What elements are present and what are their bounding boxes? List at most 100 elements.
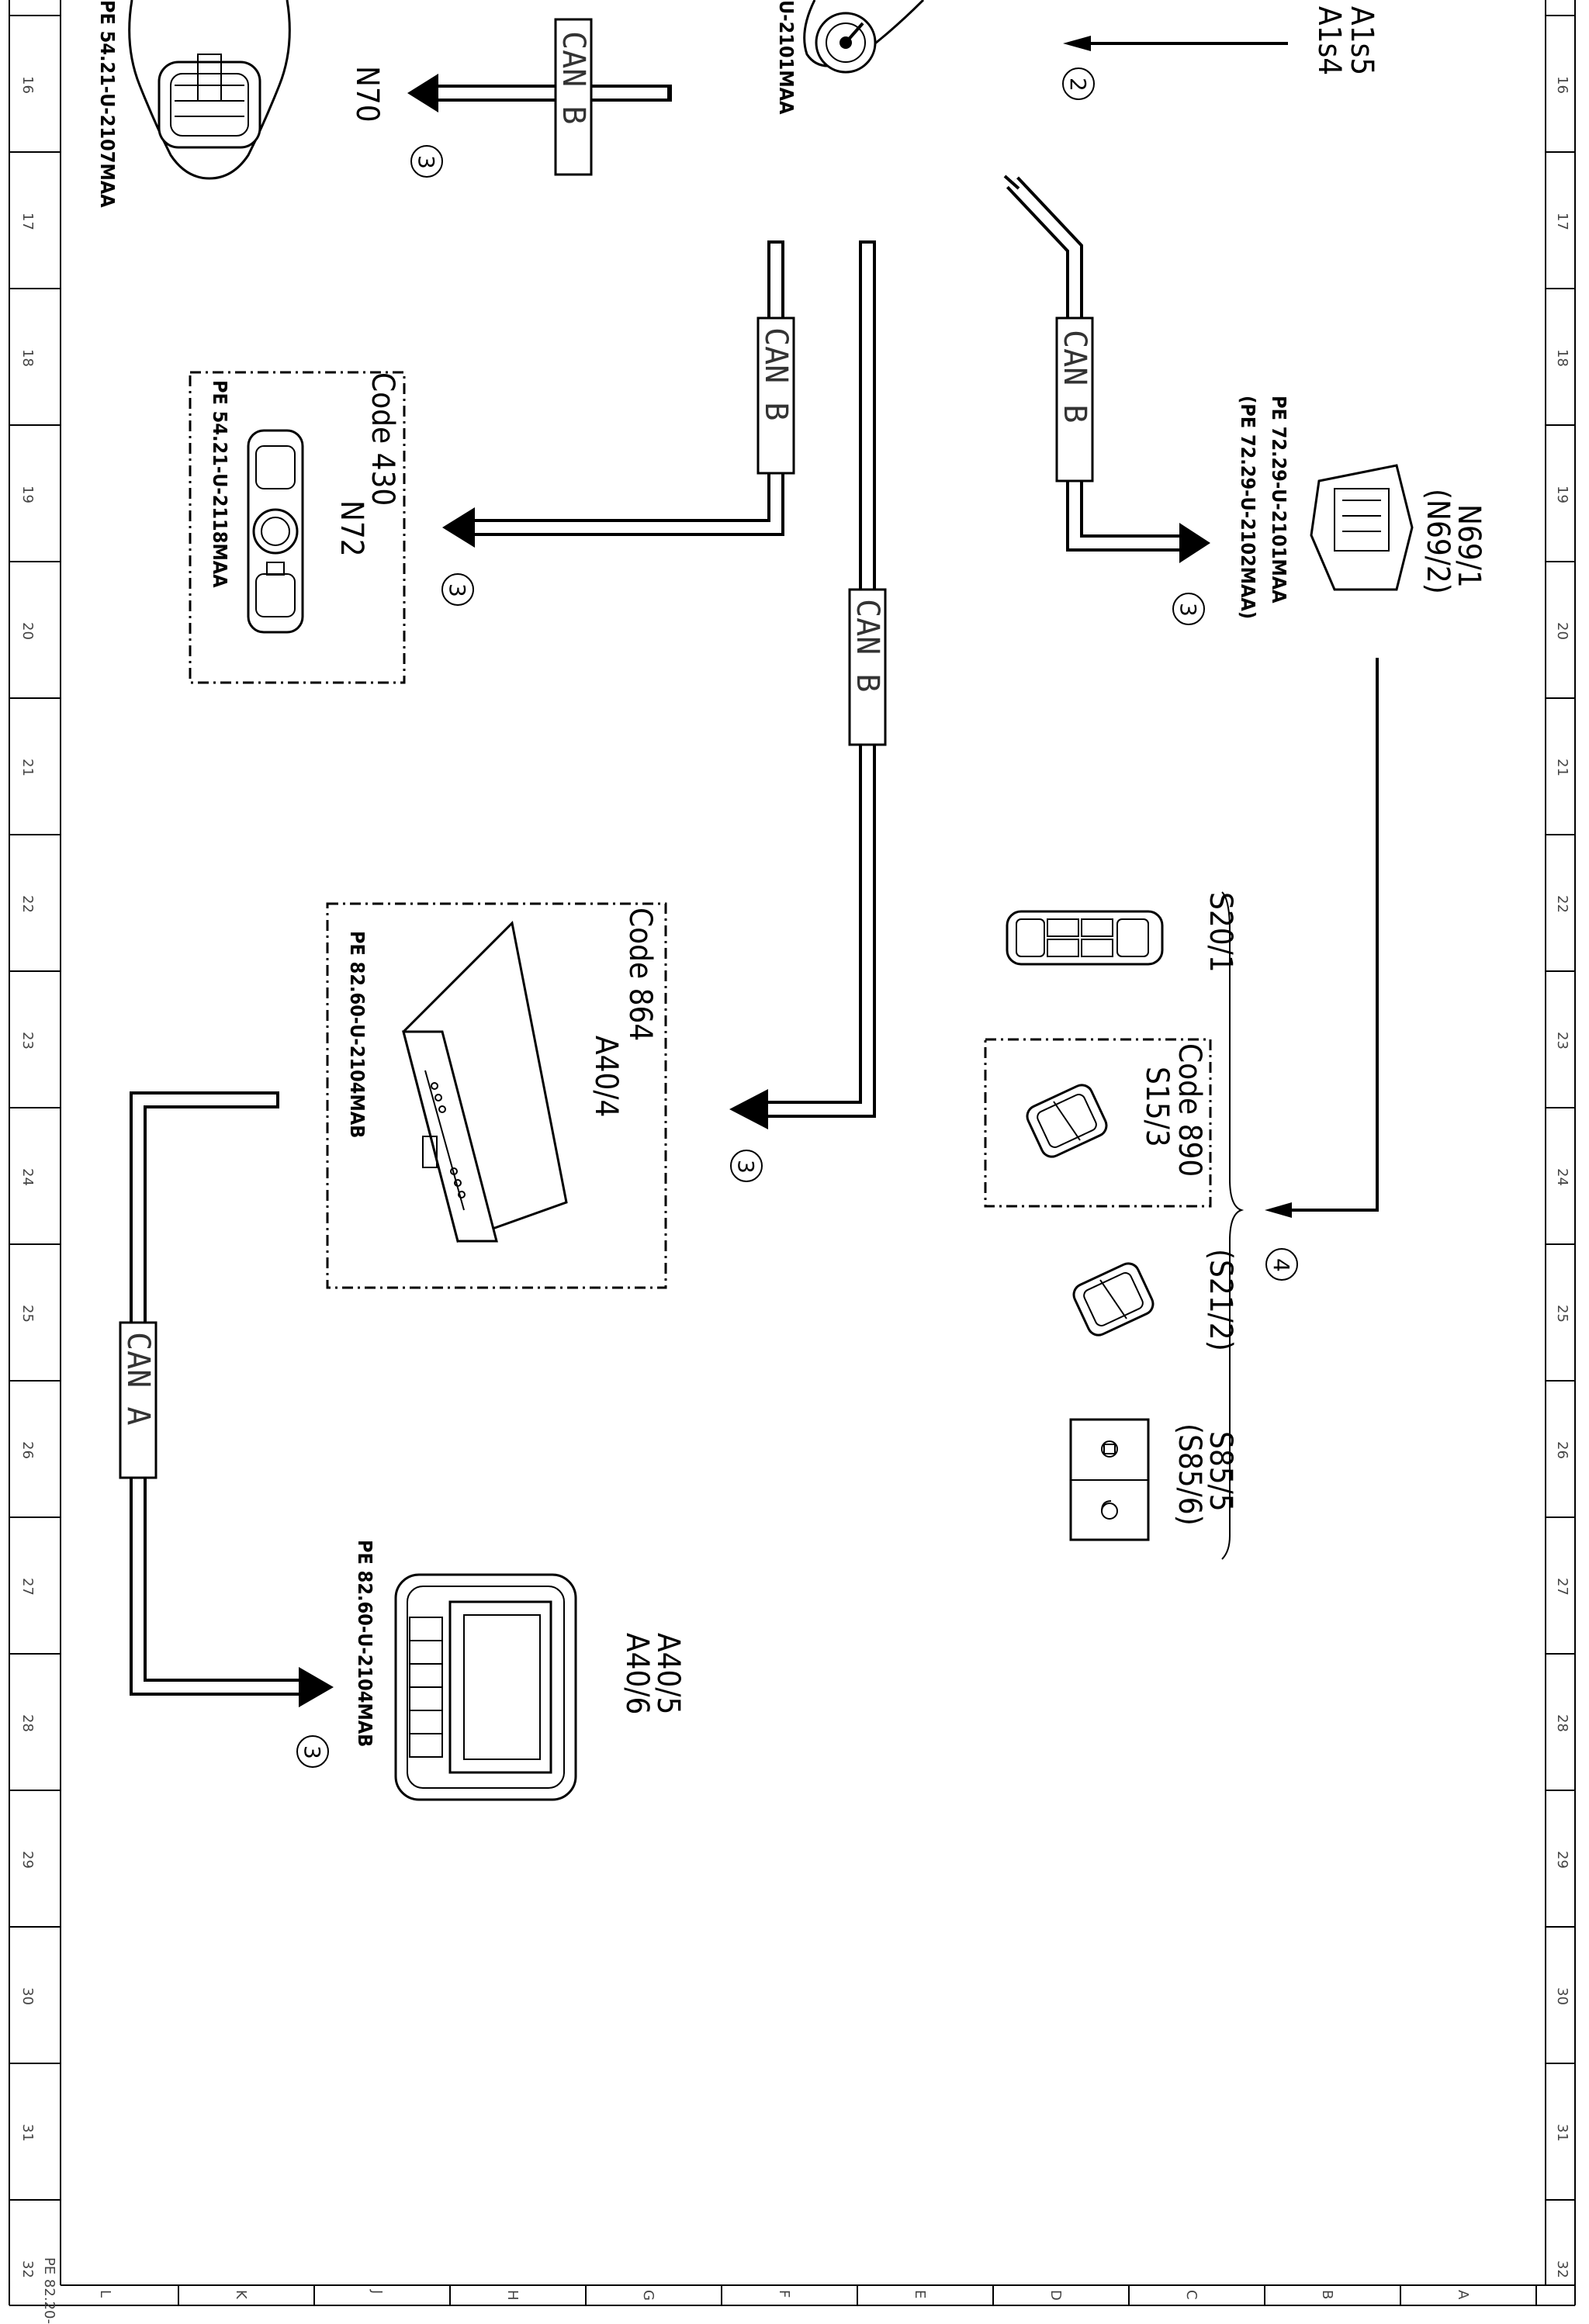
label-n70: N70	[349, 66, 385, 123]
grid-letter: F	[776, 2290, 792, 2298]
grid-letter: L	[97, 2290, 113, 2298]
grid-number: 29	[19, 1851, 36, 1869]
label-s85-6: (S85/6)	[1172, 1423, 1207, 1526]
can-b-box-n72	[756, 316, 795, 475]
can-a-box	[119, 1321, 158, 1479]
callout-2: 2	[1065, 78, 1091, 92]
grid-number: 25	[1554, 1305, 1570, 1323]
can-a-wire-a40-5	[130, 1091, 299, 1696]
grid-number: 26	[1554, 1441, 1570, 1459]
grid-number: 32	[19, 2260, 36, 2278]
arrow-switches	[1265, 1202, 1292, 1218]
grid-ticks	[9, 15, 1575, 2305]
instrument-cluster-icon	[803, 0, 925, 74]
grid-number: 28	[1554, 1714, 1570, 1732]
grid-letter: B	[1319, 2290, 1335, 2299]
a40-5-ref: PE 82.60-U-2104MAB	[354, 1540, 376, 1747]
switch-panel-n72-icon	[247, 429, 304, 634]
label-s20-1: S20/1	[1203, 892, 1238, 973]
option-box-code890	[984, 1038, 1212, 1208]
grid-number: 30	[1554, 1987, 1570, 2005]
grid-number: 32	[1554, 2260, 1570, 2278]
grid-letter: C	[1183, 2290, 1200, 2300]
grid-number: 17	[19, 213, 36, 230]
label-n72: N72	[334, 500, 369, 557]
callout-circle-3a	[410, 145, 443, 178]
can-b-box-n70	[554, 18, 593, 176]
can-b-label-n70: CAN B	[556, 31, 591, 124]
label-a40-5: A40/5	[650, 1633, 686, 1714]
window-switch-s20-1-icon	[1006, 910, 1164, 966]
cluster-ref: U-2101MAA	[775, 0, 798, 115]
label-a1s5: A1s5	[1344, 6, 1380, 75]
label-s21-2: (S21/2)	[1203, 1249, 1238, 1351]
callout-circle-3e	[296, 1735, 329, 1768]
callout-circle-3d	[730, 1150, 763, 1182]
grid-number: 24	[19, 1168, 36, 1186]
grid-number: 16	[1554, 76, 1570, 94]
label-n69-1: N69/1	[1451, 504, 1487, 588]
grid-number: 20	[19, 622, 36, 640]
dvd-player-a40-4-icon	[402, 920, 568, 1243]
n72-ref: PE 54.21-U-2118MAA	[209, 380, 231, 588]
grid-number: 21	[1554, 759, 1570, 776]
callout-3b: 3	[445, 583, 470, 597]
switch-group-brace	[1221, 891, 1245, 1560]
can-b-box-n69	[1055, 316, 1094, 482]
callout-4: 4	[1269, 1258, 1294, 1272]
grid-number: 20	[1554, 622, 1570, 640]
grid-number: 27	[1554, 1578, 1570, 1596]
arrow-n70	[407, 74, 438, 112]
grid-letter: A	[1455, 2290, 1471, 2300]
wire-n69-to-switches	[1288, 658, 1379, 1212]
grid-letter: J	[369, 2289, 385, 2294]
grid-number: 31	[19, 2124, 36, 2142]
grid-number: 30	[19, 1987, 36, 2005]
can-b-label-n69: CAN B	[1057, 330, 1092, 423]
a40-4-ref: PE 82.60-U-2104MAB	[346, 931, 369, 1138]
grid-number: 17	[1554, 213, 1570, 230]
arrow-a40-4	[729, 1089, 768, 1129]
drawing-frame	[9, 0, 1576, 2306]
can-b-label-a40-4: CAN B	[850, 599, 885, 692]
grid-number: 31	[1554, 2124, 1570, 2142]
n70-ref: PE 54.21-U-2107MAA	[96, 0, 119, 208]
label-a1s4: A1s4	[1311, 6, 1347, 75]
door-control-module-n69-icon	[1310, 464, 1414, 591]
callout-circle-3b	[441, 573, 474, 606]
grid-number: 24	[1554, 1168, 1570, 1186]
grid-number: 26	[19, 1441, 36, 1459]
switch-s21-2-icon	[1072, 1262, 1155, 1337]
switch-s15-3-icon	[1026, 1084, 1108, 1158]
grid-number: 28	[19, 1714, 36, 1732]
can-b-label-n72: CAN B	[758, 327, 794, 420]
grid-letter: K	[233, 2290, 249, 2300]
grid-number: 18	[1554, 349, 1570, 367]
arrow-a40-5	[299, 1667, 334, 1707]
arrow-n72	[442, 507, 475, 548]
grid-number: 21	[19, 759, 36, 776]
label-code430: Code 430	[365, 372, 400, 506]
grid-number: 19	[19, 486, 36, 503]
grid-number: 18	[19, 349, 36, 367]
label-a40-6: A40/6	[619, 1633, 655, 1714]
grid-number: 29	[1554, 1851, 1570, 1869]
grid-number: 22	[1554, 895, 1570, 913]
n69-ref-1: PE 72.29-U-2101MAA	[1268, 396, 1290, 603]
can-b-wire-n69	[1006, 176, 1179, 552]
footer-drawing-ref: PE 82.20-U-2054-99MAA	[41, 2257, 57, 2324]
callout-circle-3c	[1172, 593, 1205, 625]
lock-switch-s85-icon	[1069, 1418, 1150, 1541]
callout-circle-4	[1265, 1248, 1298, 1281]
option-box-code430	[189, 371, 406, 684]
grid-number: 23	[19, 1032, 36, 1050]
label-n69-2: (N69/2)	[1420, 489, 1456, 594]
grid-number: 23	[1554, 1032, 1570, 1050]
callout-3a: 3	[414, 155, 439, 169]
grid-letter: H	[504, 2290, 521, 2301]
callout-circle-2	[1062, 67, 1095, 100]
label-s85-5: S85/5	[1203, 1431, 1238, 1512]
